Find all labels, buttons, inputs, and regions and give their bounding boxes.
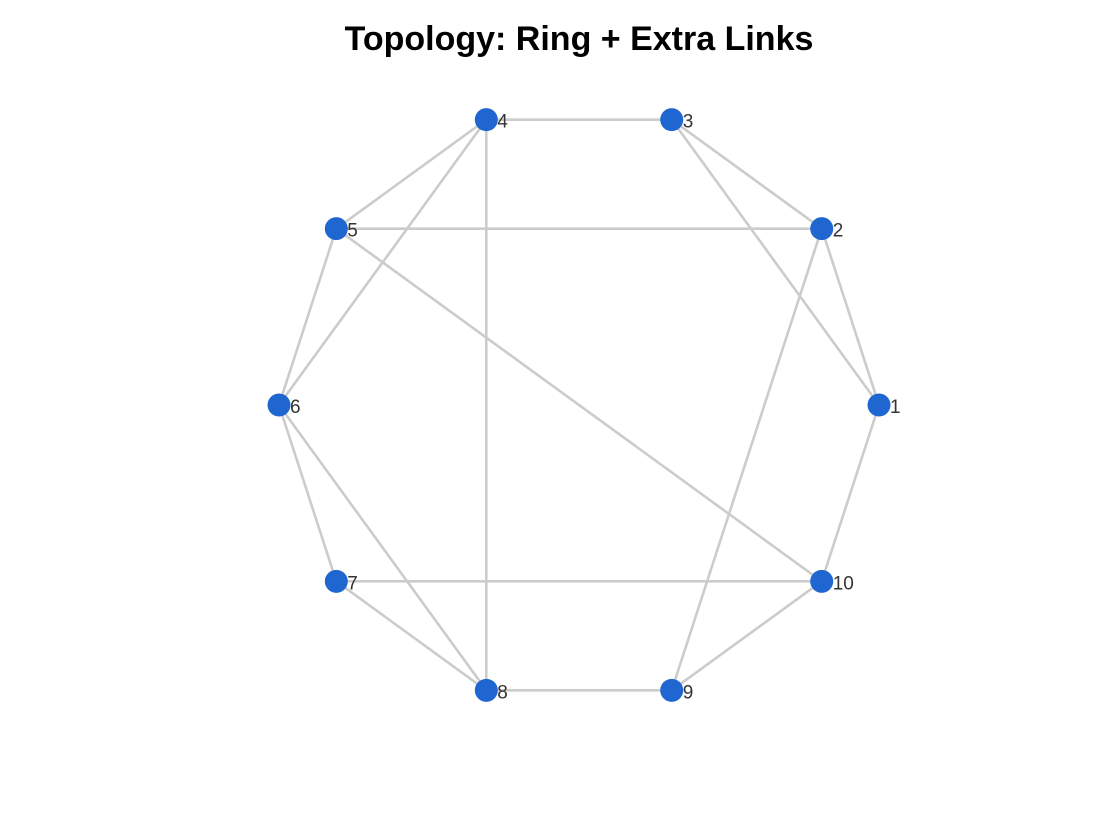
node-label-4: 4 <box>497 112 508 133</box>
edge-9-10 <box>670 580 824 692</box>
node-label-6: 6 <box>290 397 301 418</box>
node-marker-2 <box>810 217 834 241</box>
node-marker-6 <box>267 393 291 417</box>
node-6: 6 <box>267 393 301 418</box>
node-5: 5 <box>324 217 358 242</box>
node-8: 8 <box>474 678 508 703</box>
node-marker-10 <box>810 569 834 593</box>
edge-5-6 <box>277 227 338 407</box>
edge-1-2 <box>820 227 881 407</box>
node-label-9: 9 <box>683 682 694 703</box>
node-marker-1 <box>867 393 891 417</box>
node-marker-3 <box>660 108 684 132</box>
diagram-title: Topology: Ring + Extra Links <box>345 20 814 58</box>
node-label-8: 8 <box>497 682 508 703</box>
node-marker-5 <box>324 217 348 241</box>
node-7: 7 <box>324 569 358 594</box>
node-marker-8 <box>474 678 498 702</box>
edge-7-8 <box>334 580 488 692</box>
node-1: 1 <box>867 393 901 418</box>
edge-6-8 <box>277 403 488 692</box>
edge-1-3 <box>670 118 881 407</box>
node-10: 10 <box>810 569 854 594</box>
edge-10-1 <box>820 403 881 583</box>
node-label-2: 2 <box>833 221 844 242</box>
node-label-3: 3 <box>683 112 694 133</box>
edge-2-3 <box>670 118 824 230</box>
node-marker-7 <box>324 569 348 593</box>
nodes-layer: 1 2 3 4 5 6 7 8 9 10 <box>267 108 901 703</box>
node-marker-4 <box>474 108 498 132</box>
node-label-10: 10 <box>833 573 854 594</box>
node-9: 9 <box>660 678 694 703</box>
edge-2-9 <box>670 227 824 692</box>
node-2: 2 <box>810 217 843 242</box>
edge-4-5 <box>334 118 488 230</box>
edges-layer <box>277 118 881 692</box>
edge-5-10 <box>334 227 824 583</box>
node-label-7: 7 <box>347 573 358 594</box>
node-marker-9 <box>660 678 684 702</box>
node-label-5: 5 <box>347 221 358 242</box>
node-label-1: 1 <box>890 397 901 418</box>
edge-6-7 <box>277 403 338 583</box>
node-4: 4 <box>474 108 508 133</box>
node-3: 3 <box>660 108 693 133</box>
